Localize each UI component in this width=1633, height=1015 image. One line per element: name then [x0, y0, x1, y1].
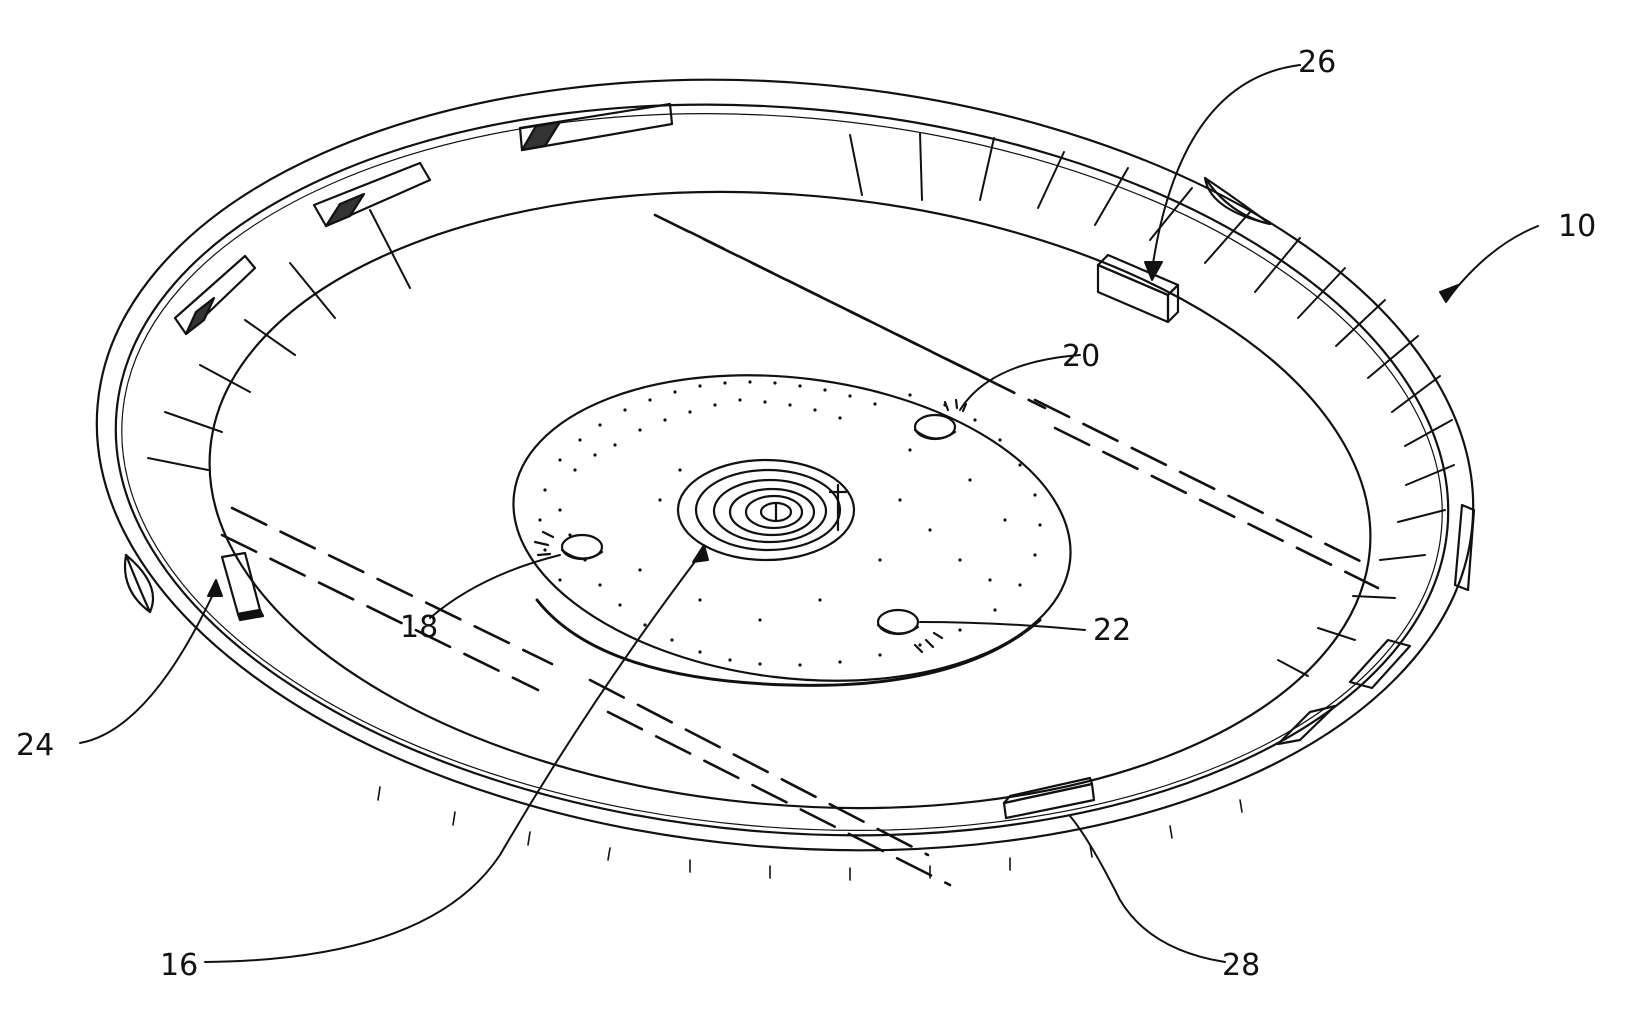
central-disc [512, 374, 1072, 687]
leader-lines [79, 64, 1539, 963]
label-10: 10 [1558, 209, 1596, 244]
floor-dashed-lines [220, 213, 1380, 887]
rim-notches [124, 102, 1476, 746]
center-spiral [676, 458, 856, 562]
wall-ribs [147, 132, 1455, 677]
label-18: 18 [400, 610, 438, 645]
label-20: 20 [1062, 339, 1100, 374]
label-22: 22 [1093, 613, 1131, 648]
reference-labels: 10 16 18 20 22 24 26 28 [16, 45, 1596, 983]
label-24: 24 [16, 728, 54, 763]
disc-stipple [538, 380, 1042, 667]
label-16: 16 [160, 948, 198, 983]
inner-wall-edge [208, 190, 1372, 810]
label-28: 28 [1222, 948, 1260, 983]
bottom-edge-ticks [377, 786, 1243, 881]
bumps [533, 398, 968, 654]
label-26: 26 [1298, 45, 1336, 80]
tabs [220, 253, 1180, 820]
outer-rim [95, 78, 1475, 852]
